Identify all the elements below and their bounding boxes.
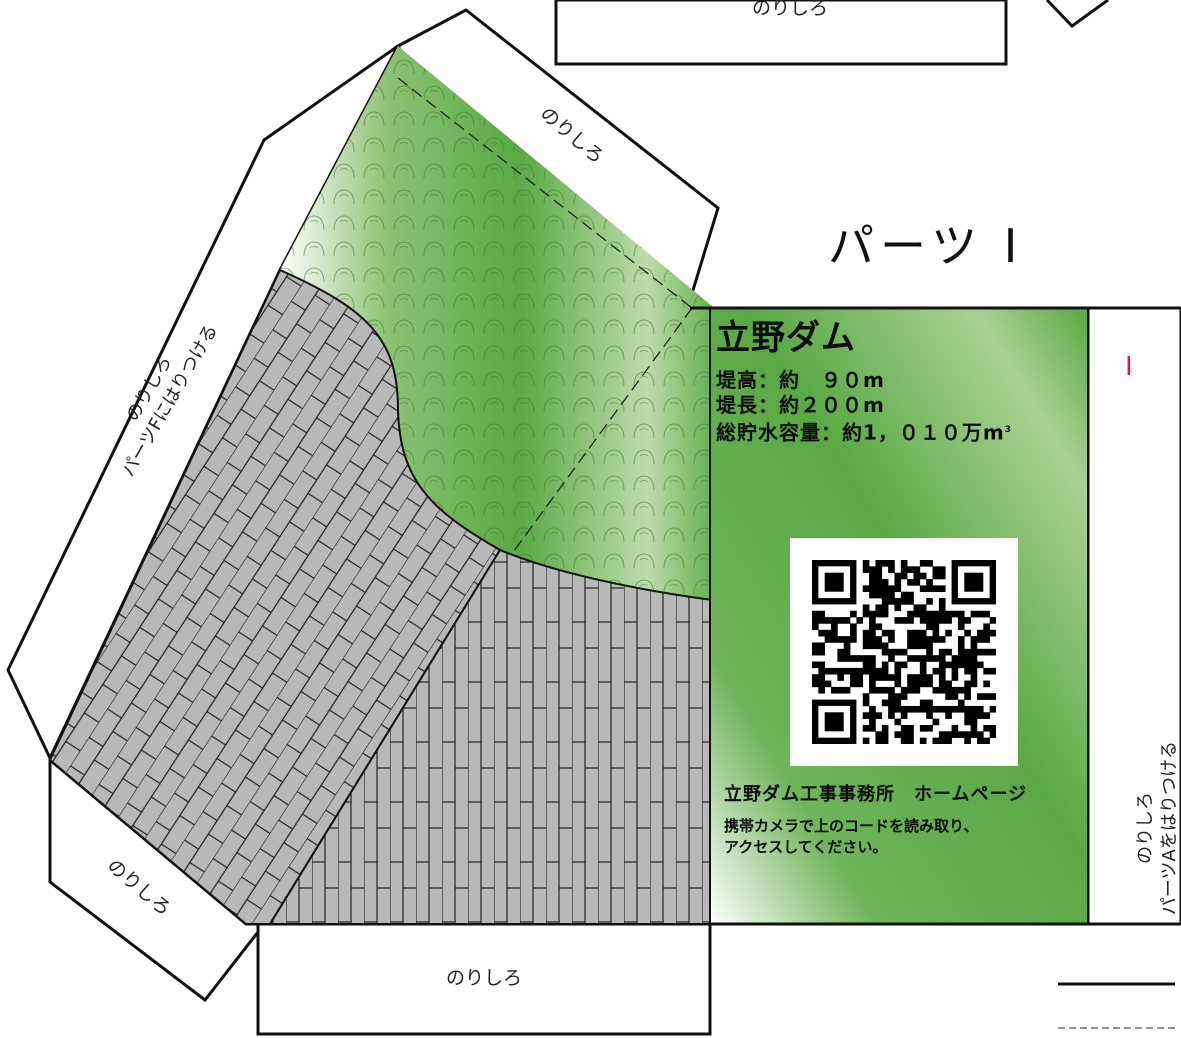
fold-line: [397, 77, 693, 309]
dam-wall-slanted: [48, 268, 502, 925]
dam-info: 立野ダム 堤高：約 ９０m 堤長：約２００m 総貯水容量：約1，０１０万m3: [716, 318, 1084, 446]
qr-instruction: 携帯カメラで上のコードを読み取り、 アクセスしてください。: [724, 817, 979, 856]
part-title: パーツ Ⅰ: [828, 219, 1024, 273]
part-mark: Ⅰ: [1125, 352, 1133, 382]
qr-code-icon: [812, 560, 996, 744]
tab-top-label: のりしろ: [752, 0, 828, 19]
glue-tab-top-right: [1045, 0, 1109, 28]
dam-capacity: 総貯水容量：約1，０１０万m3: [716, 420, 1013, 445]
dam-height: 堤高：約 ９０m: [716, 368, 885, 392]
fold-line: [499, 307, 693, 571]
glue-tab-right-labels: Ⅰ のりしろ パーツAをはりつける: [1088, 308, 1181, 923]
tab-right-label: のりしろ パーツAをはりつける: [1135, 740, 1180, 916]
qr-code[interactable]: [790, 538, 1018, 766]
office-homepage-label: 立野ダム工事事務所 ホームページ: [724, 784, 1028, 805]
tab-bottom-label: のりしろ: [446, 967, 522, 989]
glue-tab-top: [554, 0, 1008, 66]
dam-length: 堤長：約２００m: [716, 393, 885, 417]
dam-name: 立野ダム: [716, 318, 856, 358]
